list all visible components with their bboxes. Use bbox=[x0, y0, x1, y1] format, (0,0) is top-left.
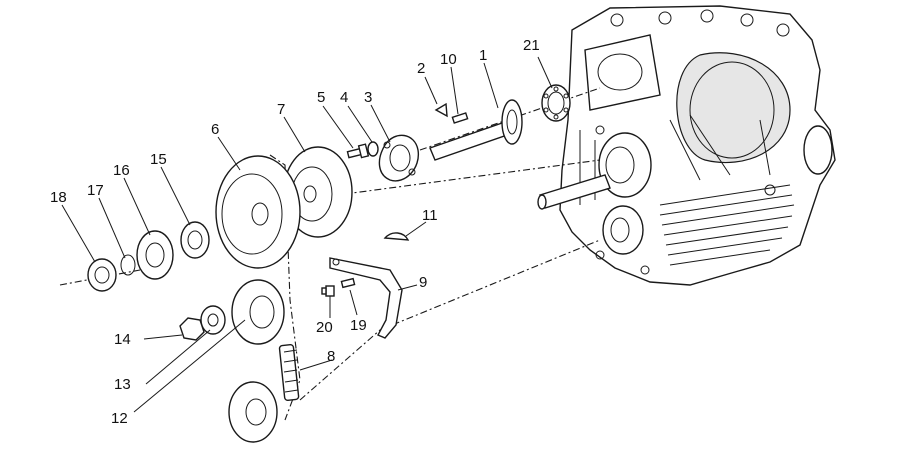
part-21-bearing bbox=[541, 84, 571, 122]
part-3-flange bbox=[378, 134, 419, 182]
callout-6: 6 bbox=[211, 121, 219, 138]
callout-14: 14 bbox=[114, 331, 131, 348]
callout-11: 11 bbox=[422, 207, 438, 224]
callout-21: 21 bbox=[523, 37, 540, 54]
part-1-camshaft bbox=[429, 99, 523, 161]
callout-8: 8 bbox=[327, 348, 335, 365]
part-11-key bbox=[383, 232, 410, 241]
part-19-bolt bbox=[340, 277, 356, 289]
part-18-bushing bbox=[87, 258, 117, 292]
part-9-bracket bbox=[329, 257, 403, 339]
callout-2: 2 bbox=[417, 60, 425, 77]
part-17-circlip bbox=[120, 254, 136, 276]
callout-19: 19 bbox=[350, 317, 367, 334]
part-14-nut bbox=[179, 317, 205, 341]
part-16-bearing bbox=[136, 230, 174, 280]
part-12-gear bbox=[231, 279, 285, 345]
part-8-chain bbox=[278, 344, 300, 401]
callout-3: 3 bbox=[364, 89, 372, 106]
part-10-pin bbox=[451, 112, 469, 124]
part-4-washer bbox=[367, 141, 379, 157]
part-6-gear bbox=[215, 155, 301, 269]
callout-5: 5 bbox=[317, 89, 325, 106]
callout-18: 18 bbox=[50, 189, 67, 206]
callout-labels: 1 2 10 3 4 5 7 6 15 16 17 18 11 9 8 14 1… bbox=[50, 37, 540, 427]
part-20-bolt bbox=[321, 285, 335, 297]
crankcase bbox=[559, 5, 836, 286]
part-15-seal bbox=[180, 221, 210, 259]
lower-sprocket bbox=[228, 381, 278, 443]
callout-4: 4 bbox=[340, 89, 348, 106]
callout-7: 7 bbox=[277, 101, 285, 118]
callout-17: 17 bbox=[87, 182, 104, 199]
callout-20: 20 bbox=[316, 319, 333, 336]
callout-16: 16 bbox=[113, 162, 130, 179]
callout-15: 15 bbox=[150, 151, 167, 168]
part-5-bolt bbox=[346, 143, 370, 159]
leader-lines bbox=[61, 56, 553, 413]
part-2-key bbox=[434, 102, 448, 118]
callout-9: 9 bbox=[419, 274, 427, 291]
callout-12: 12 bbox=[111, 410, 128, 427]
part-13-washer bbox=[200, 305, 226, 335]
callout-10: 10 bbox=[440, 51, 457, 68]
callout-1: 1 bbox=[479, 47, 487, 64]
callout-13: 13 bbox=[114, 376, 131, 393]
crankshaft bbox=[537, 174, 611, 210]
